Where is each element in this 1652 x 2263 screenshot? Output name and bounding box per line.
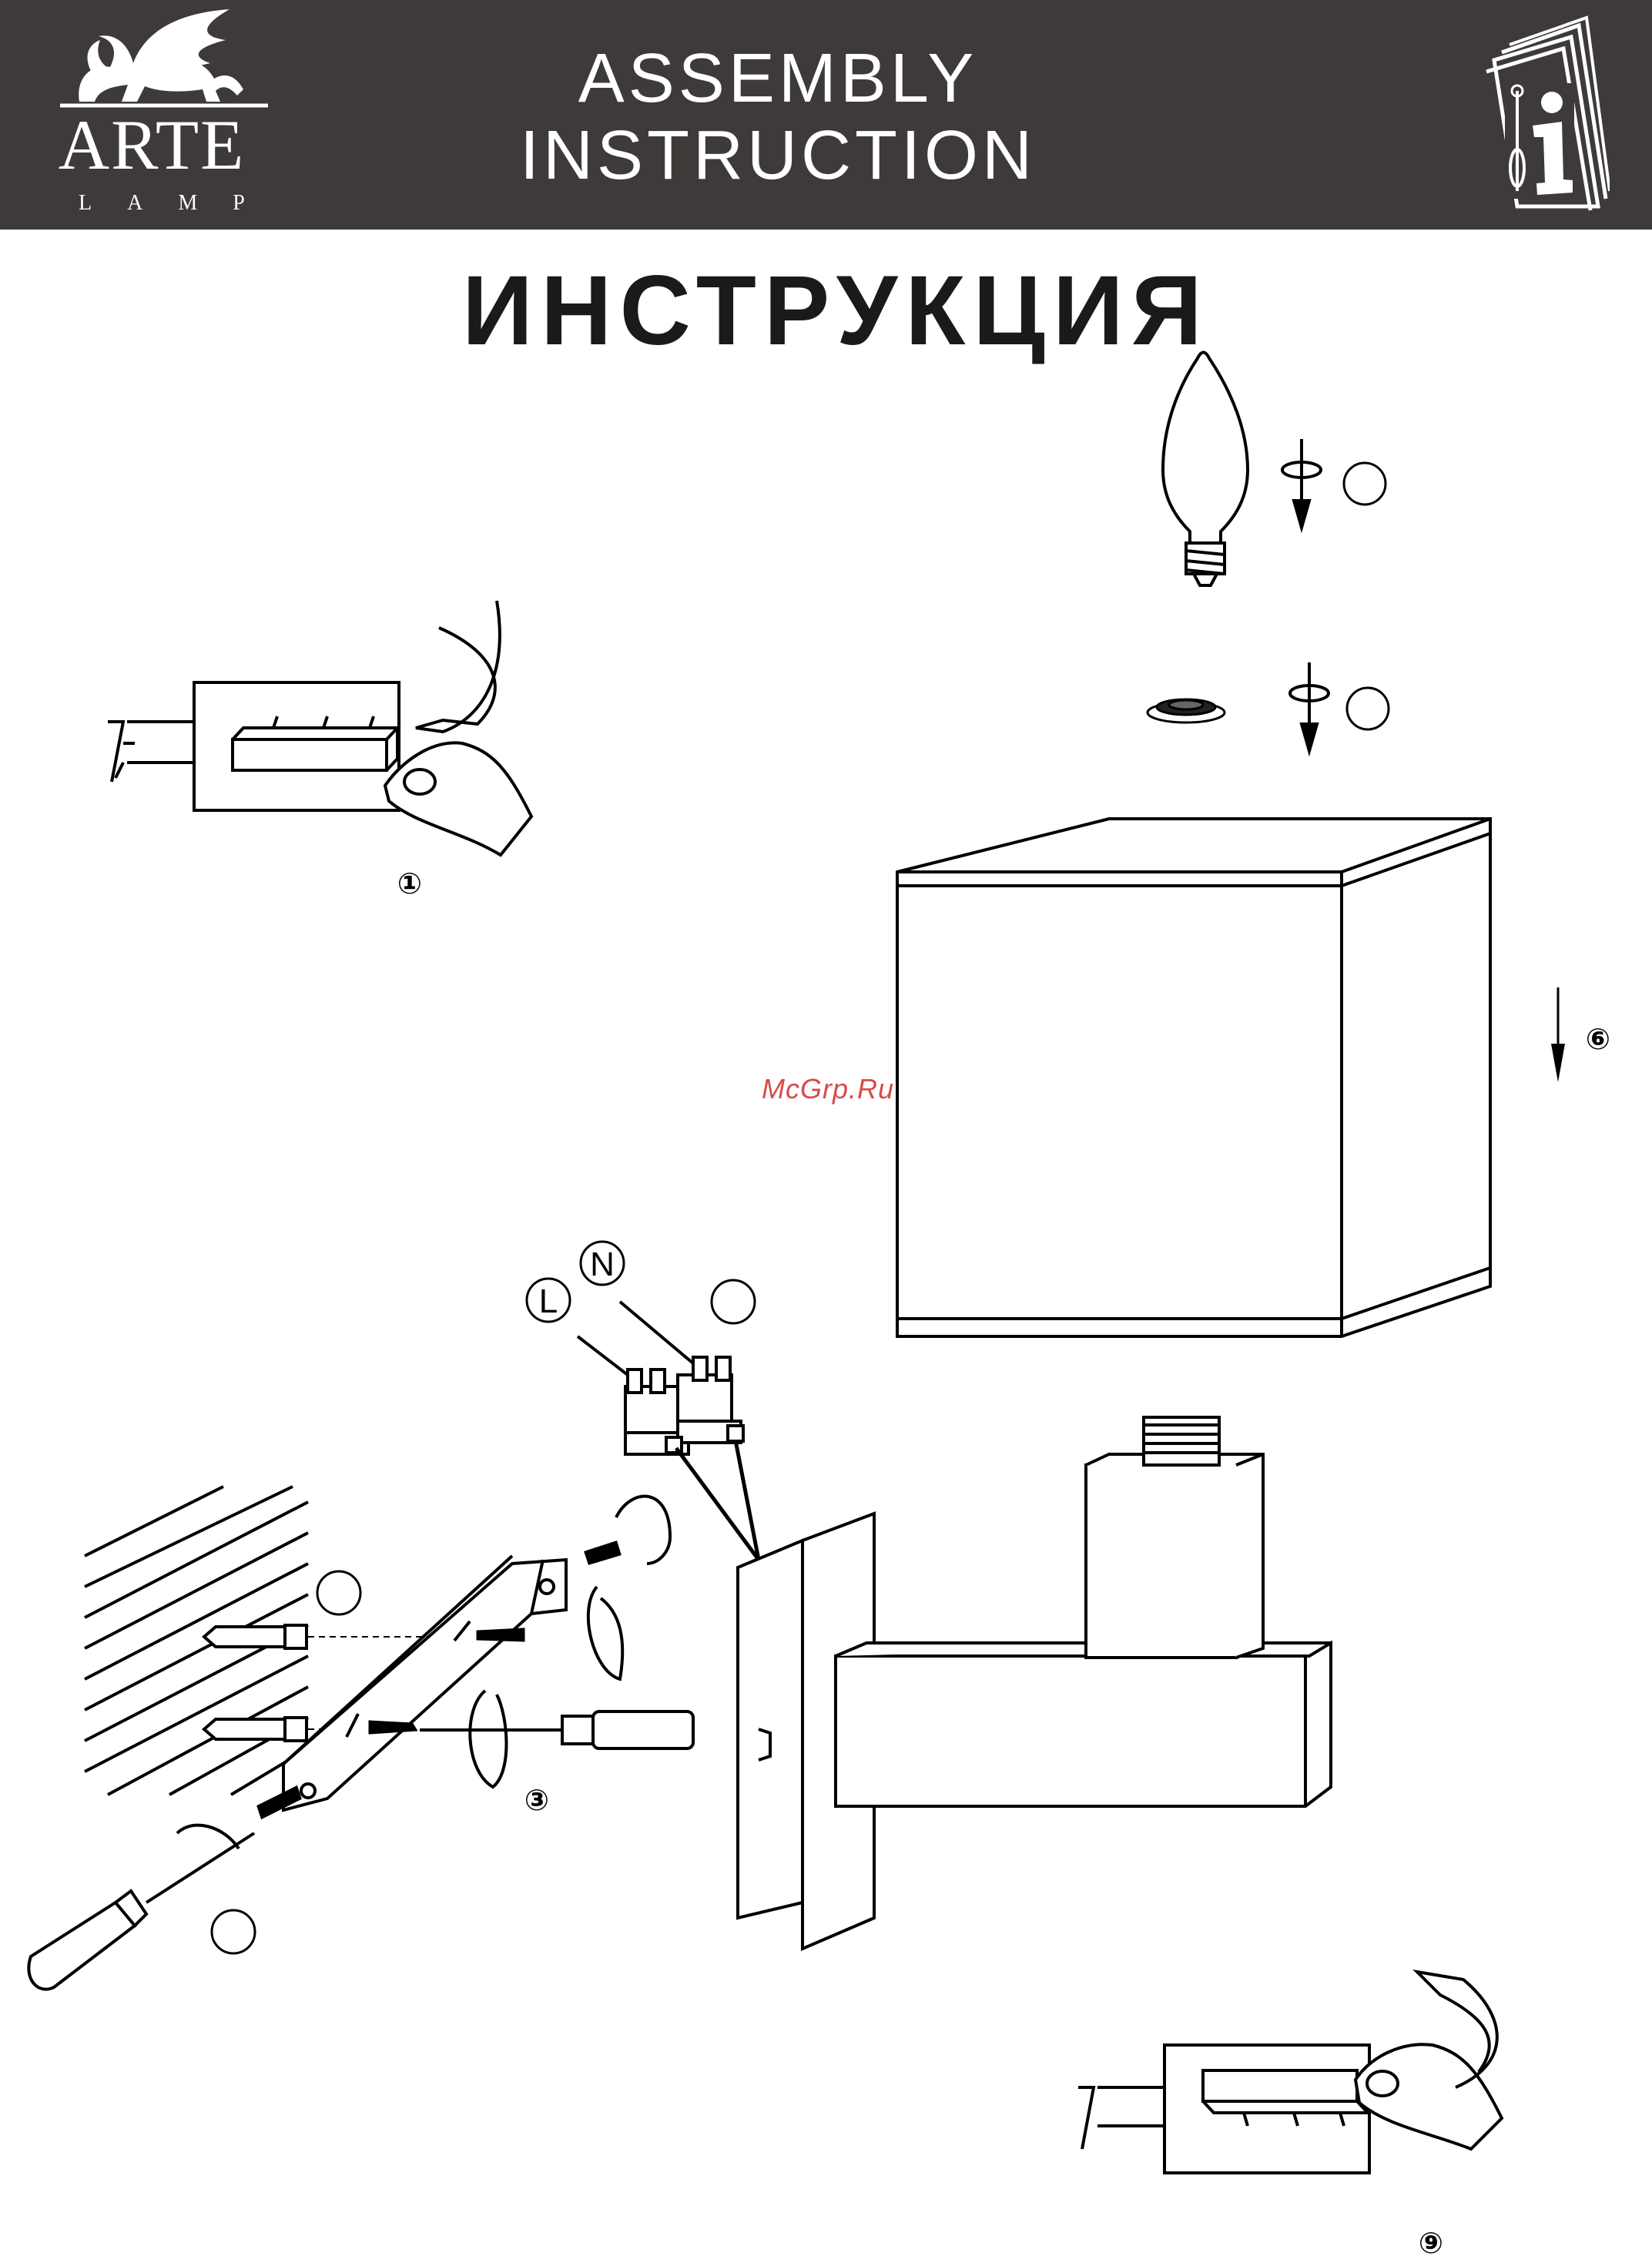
brand-subtitle: LAMP bbox=[48, 193, 256, 214]
step-marker-circle bbox=[1347, 688, 1389, 729]
mounting-bracket-icon bbox=[283, 1556, 566, 1810]
light-bulb-icon bbox=[1163, 353, 1248, 586]
brand-name: ARTE bbox=[48, 109, 256, 180]
step-marker-circle bbox=[712, 1280, 755, 1323]
header-title-line1: ASSEMBLY bbox=[493, 40, 1063, 117]
step-marker-circle bbox=[1344, 463, 1386, 505]
header-title: ASSEMBLY INSTRUCTION bbox=[493, 40, 1063, 194]
lamp-base-fixture bbox=[738, 1417, 1331, 1949]
wire-live-label: L bbox=[539, 1282, 558, 1320]
lamp-shade-box bbox=[897, 819, 1490, 1336]
wire-neutral-label: N bbox=[590, 1245, 615, 1283]
rotate-down-arrow-icon bbox=[1290, 662, 1329, 751]
watermark-text[interactable]: McGrp.Ru bbox=[751, 1073, 905, 1105]
header-title-line2: INSTRUCTION bbox=[493, 117, 1063, 194]
step-marker-circle bbox=[212, 1910, 255, 1953]
step-9-label: ⑨ bbox=[1419, 2226, 1443, 2260]
rotate-down-arrow-icon bbox=[1282, 439, 1321, 528]
power-switch-panel-on bbox=[1078, 1972, 1502, 2173]
header-banner: ARTE LAMP ASSEMBLY INSTRUCTION bbox=[0, 0, 1652, 230]
step-6-label: ⑥ bbox=[1586, 1022, 1610, 1056]
step-marker-circle bbox=[317, 1571, 360, 1614]
assembly-diagram: ⑥ ① L N bbox=[0, 230, 1652, 2263]
info-manual-icon bbox=[1479, 14, 1610, 216]
power-switch-panel-off bbox=[108, 601, 531, 855]
down-arrow-icon bbox=[1551, 987, 1565, 1082]
step-3-label: ③ bbox=[524, 1783, 549, 1817]
lampholder-ring-icon bbox=[1148, 699, 1225, 722]
step-1-label: ① bbox=[397, 867, 422, 900]
